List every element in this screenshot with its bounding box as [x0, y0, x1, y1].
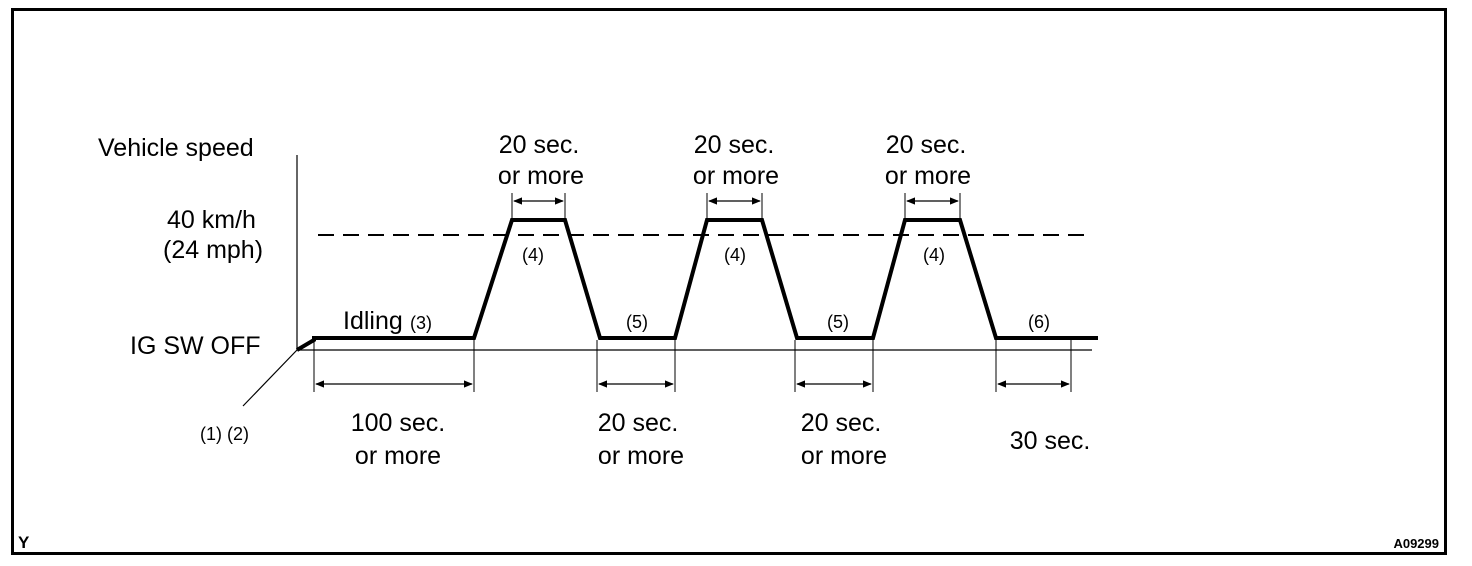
idle-1-duration-line1: 20 sec. [598, 409, 679, 437]
cruise-1-step: (4) [522, 245, 544, 265]
cruise-3-duration-line1: 20 sec. [886, 131, 967, 159]
idling-duration-line2: or more [355, 442, 441, 470]
cruise-1-duration-line1: 20 sec. [499, 131, 580, 159]
idle-1-duration-line2: or more [598, 442, 684, 470]
idle-1-step: (5) [626, 312, 648, 332]
speed-profile [295, 218, 1098, 352]
idle-2-duration-line1: 20 sec. [801, 409, 882, 437]
final-duration: 30 sec. [1010, 427, 1091, 455]
speed-label-kmh: 40 km/h [167, 206, 256, 234]
cruise-2-duration-line1: 20 sec. [694, 131, 775, 159]
speed-label-mph: (24 mph) [163, 236, 263, 264]
cruise-3-step: (4) [923, 245, 945, 265]
idling-label: Idling [343, 307, 403, 335]
idle-2-duration-line2: or more [801, 442, 887, 470]
dimension-extension-lines [313, 193, 1072, 392]
figure-id: A09299 [1393, 536, 1439, 551]
ig-sw-off-label: IG SW OFF [130, 332, 261, 360]
steps-1-2-label: (1) (2) [200, 424, 249, 444]
idling-step: (3) [410, 313, 432, 333]
y-axis-title: Vehicle speed [98, 134, 254, 162]
depth-axis [242, 349, 298, 407]
figure-frame [11, 8, 1447, 555]
idle-2-step: (5) [827, 312, 849, 332]
cruise-2-duration-line2: or more [693, 162, 779, 190]
cruise-1-duration-line2: or more [498, 162, 584, 190]
cruise-3-duration-line2: or more [885, 162, 971, 190]
corner-label-left: Y [18, 533, 30, 552]
dimension-arrows [315, 197, 1070, 388]
final-step: (6) [1028, 312, 1050, 332]
idling-duration-line1: 100 sec. [351, 409, 446, 437]
cruise-2-step: (4) [724, 245, 746, 265]
